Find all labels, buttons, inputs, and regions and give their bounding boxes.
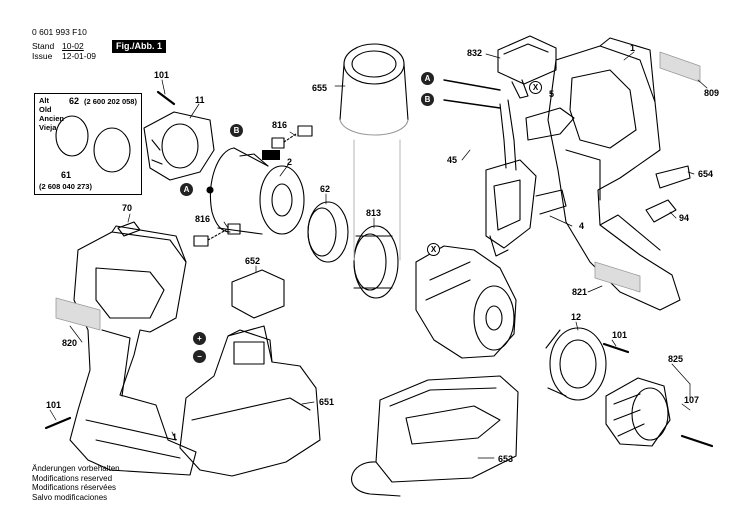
label-plate-820 [55, 297, 101, 331]
aux-handle-655 [339, 43, 409, 261]
legend-ring-62 [55, 115, 89, 157]
callout-1: 1 [172, 432, 178, 442]
switch-cover-832 [497, 35, 557, 99]
screw-101-right [602, 342, 630, 354]
callout-655: 655 [312, 83, 328, 93]
marker-plus: + [193, 332, 206, 345]
marker-x-gearbox: X [427, 243, 440, 256]
callout-654: 654 [698, 169, 714, 179]
callout-101: 101 [612, 330, 628, 340]
ring-62 [307, 201, 349, 263]
callout-816: 816 [272, 120, 288, 130]
callout-813: 813 [366, 208, 382, 218]
housing-half-left [69, 225, 197, 476]
label-plate-809 [659, 51, 701, 83]
footer-notes: Änderungen vorbehalten Modifications res… [32, 464, 120, 502]
legend-item-62: 62 [69, 96, 80, 106]
callout-832: 832 [467, 48, 483, 58]
footer-line: Modifications reserved [32, 473, 113, 483]
callout-4: 4 [579, 221, 585, 231]
marker-b-motor: B [230, 124, 243, 137]
callout-821: 821 [572, 287, 588, 297]
charger-653 [351, 375, 519, 497]
legend-item-61: 61 [61, 170, 72, 180]
screw-101-top [156, 90, 176, 106]
legend-item-62-code: (2 600 202 058) [84, 97, 137, 106]
legend-line: Vieja [39, 123, 57, 132]
gearbox [415, 245, 517, 359]
contact-cap-652 [231, 269, 285, 319]
chuck-825 [605, 377, 671, 447]
callout-651: 651 [319, 397, 335, 407]
callout-12: 12 [571, 312, 582, 322]
callout-94: 94 [679, 213, 690, 223]
screw-101-left [44, 416, 72, 430]
gear-housing-11 [143, 111, 215, 181]
stand-label: Stand [32, 41, 55, 51]
legend-line: Alt [39, 96, 49, 105]
housing-half-right [547, 37, 681, 311]
legend-item-61-code: (2 608 040 273) [39, 182, 92, 191]
figure-label: Fig./Abb. 1 [112, 40, 166, 53]
issue-value: 12-01-09 [62, 51, 97, 61]
motor-2 [206, 147, 305, 235]
callout-820: 820 [62, 338, 78, 348]
part-number: 0 601 993 F10 [32, 27, 87, 37]
callout-809: 809 [704, 88, 720, 98]
clip-94 [645, 199, 677, 223]
ring-813 [353, 225, 399, 299]
callout-652: 652 [245, 256, 261, 266]
legend-ring-61 [93, 127, 131, 173]
footer-line: Salvo modificaciones [32, 492, 108, 502]
callout-101: 101 [46, 400, 62, 410]
stand-value: 10-02 [62, 41, 84, 51]
clip-70 [117, 221, 141, 237]
label-plate-821 [594, 261, 641, 293]
marker-b-wire: B [421, 93, 434, 106]
callout-70: 70 [122, 203, 133, 213]
callout-2: 2 [287, 157, 293, 167]
marker-minus: − [193, 350, 206, 363]
brush-holder-816-top [271, 125, 313, 149]
callout-101: 101 [154, 70, 170, 80]
callout-816: 816 [195, 214, 211, 224]
marker-a-wire: A [421, 72, 434, 85]
marker-x-switch: X [529, 81, 542, 94]
legend-line: Old [39, 105, 52, 114]
callout-653: 653 [498, 454, 514, 464]
marker-a-motor: A [180, 183, 193, 196]
gear-ring-12 [545, 327, 607, 401]
legend-box: Alt Old Ancien Vieja 62 (2 600 202 058) … [34, 93, 142, 195]
callout-11: 11 [195, 95, 205, 105]
issue-label: Issue [32, 51, 53, 61]
callout-825: 825 [668, 354, 684, 364]
footer-line: Modifications réservées [32, 483, 117, 492]
callout-1: 1 [630, 43, 636, 53]
callout-107: 107 [684, 395, 700, 405]
legend-line: Ancien [39, 114, 65, 123]
callout-62: 62 [320, 184, 331, 194]
screw-107 [680, 434, 714, 448]
battery-pack-651 [179, 325, 321, 477]
callout-5: 5 [549, 89, 555, 99]
footer-line: Änderungen vorbehalten [32, 464, 120, 473]
switch-45 [485, 99, 567, 257]
part-5 [525, 107, 575, 141]
brush-holder-816-bottom [193, 223, 241, 247]
callout-45: 45 [447, 155, 458, 165]
pin-654 [655, 165, 691, 189]
